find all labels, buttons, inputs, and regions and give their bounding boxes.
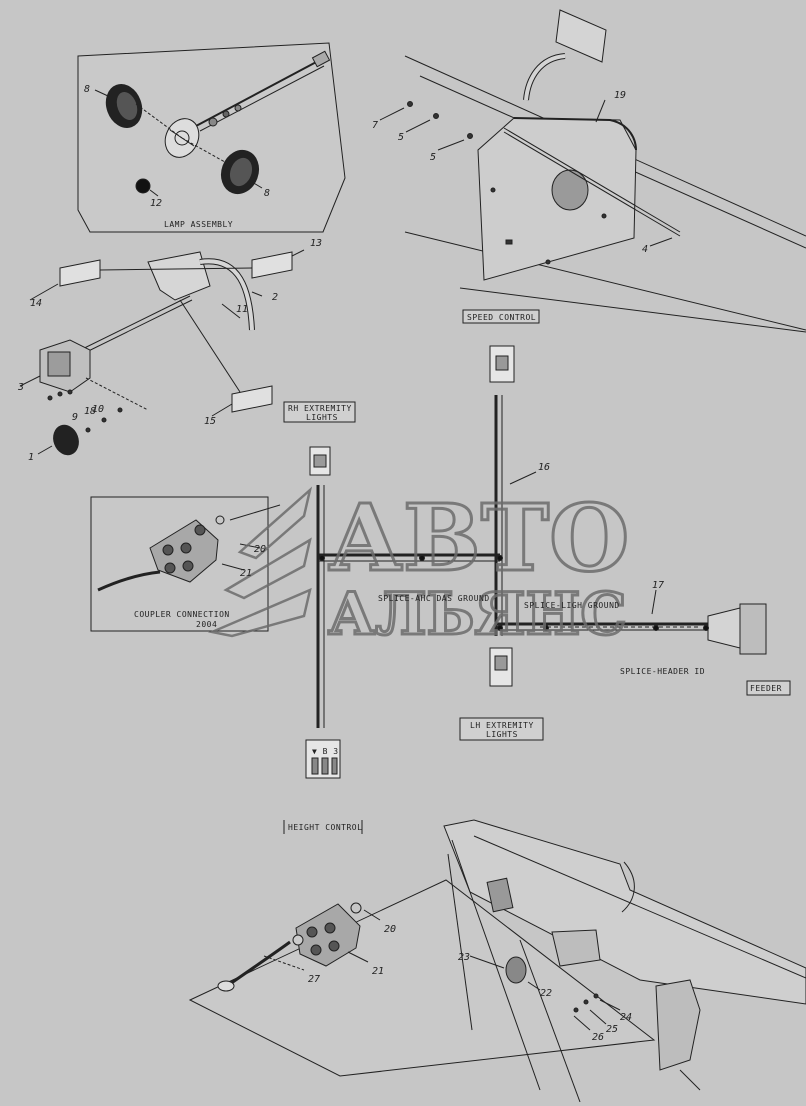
callout-11: 11 [236, 304, 248, 315]
wiring-harness [283, 345, 791, 834]
callout-16: 16 [538, 462, 550, 473]
callout-14: 14 [30, 298, 42, 309]
callout-4: 4 [642, 244, 648, 255]
callout-17: 17 [652, 580, 664, 591]
rh-extremity-label-2: LIGHTS [306, 413, 338, 422]
callout-2: 2 [272, 292, 278, 303]
coupler-connection-inset [90, 496, 281, 632]
callout-22: 22 [540, 988, 552, 999]
rh-extremity-label-1: RH EXTREMITY [288, 404, 352, 413]
coupler-sub-label: 2004 [196, 620, 217, 629]
watermark-line-1: АВТО [328, 484, 629, 592]
callout-12: 12 [150, 198, 162, 209]
callout-13: 13 [310, 238, 322, 249]
lh-extremity-label-2: LIGHTS [486, 730, 518, 739]
height-control-label: HEIGHT CONTROL [288, 823, 362, 832]
splice-light-label: SPLICE-LIGH GROUND [524, 601, 620, 610]
feeder-label: FEEDER [750, 684, 782, 693]
speed-control-assembly [379, 9, 806, 333]
connector-pins-label: ▼ B 3 [312, 747, 339, 756]
callout-numbers: 1 2 3 4 5 5 7 8 8 9 10 11 12 13 14 15 16… [17, 84, 664, 1043]
splice-header-label: SPLICE-HEADER ID [620, 667, 705, 676]
callout-19: 19 [614, 90, 626, 101]
handle-mount-assembly [19, 249, 305, 456]
callout-7: 7 [372, 120, 378, 131]
callout-26: 26 [592, 1032, 604, 1043]
callout-21b: 21 [372, 966, 384, 977]
callout-20b: 20 [384, 924, 396, 935]
callout-10: 10 [92, 404, 104, 415]
callout-9: 9 [72, 412, 78, 423]
lamp-assembly-inset [77, 42, 346, 233]
labels: LAMP ASSEMBLY SPEED CONTROL RH EXTREMITY… [134, 220, 782, 832]
height-control-assembly [188, 819, 806, 1103]
callout-8a: 8 [84, 84, 90, 95]
callout-5a: 5 [398, 132, 404, 143]
callout-23: 23 [458, 952, 470, 963]
callout-24: 24 [620, 1012, 632, 1023]
splice-ahc-label: SPLICE-AHC DAS GROUND [378, 594, 490, 603]
callout-3: 3 [17, 382, 24, 393]
callout-21a: 21 [240, 568, 252, 579]
watermark: АВТО АЛЬЯНС [207, 483, 631, 650]
coupler-connection-label: COUPLER CONNECTION [134, 610, 230, 619]
lh-extremity-label-1: LH EXTREMITY [470, 721, 534, 730]
lamp-assembly-label: LAMP ASSEMBLY [164, 220, 233, 229]
watermark-line-2: АЛЬЯНС [328, 580, 627, 648]
callout-25: 25 [606, 1024, 618, 1035]
speed-control-label: SPEED CONTROL [467, 313, 536, 322]
callout-5b: 5 [430, 152, 436, 163]
callout-20a: 20 [254, 544, 266, 555]
callout-27: 27 [308, 974, 320, 985]
callout-18: 18 [84, 406, 96, 417]
callout-8b: 8 [264, 188, 270, 199]
callout-1: 1 [28, 452, 34, 463]
callout-15: 15 [204, 416, 216, 427]
